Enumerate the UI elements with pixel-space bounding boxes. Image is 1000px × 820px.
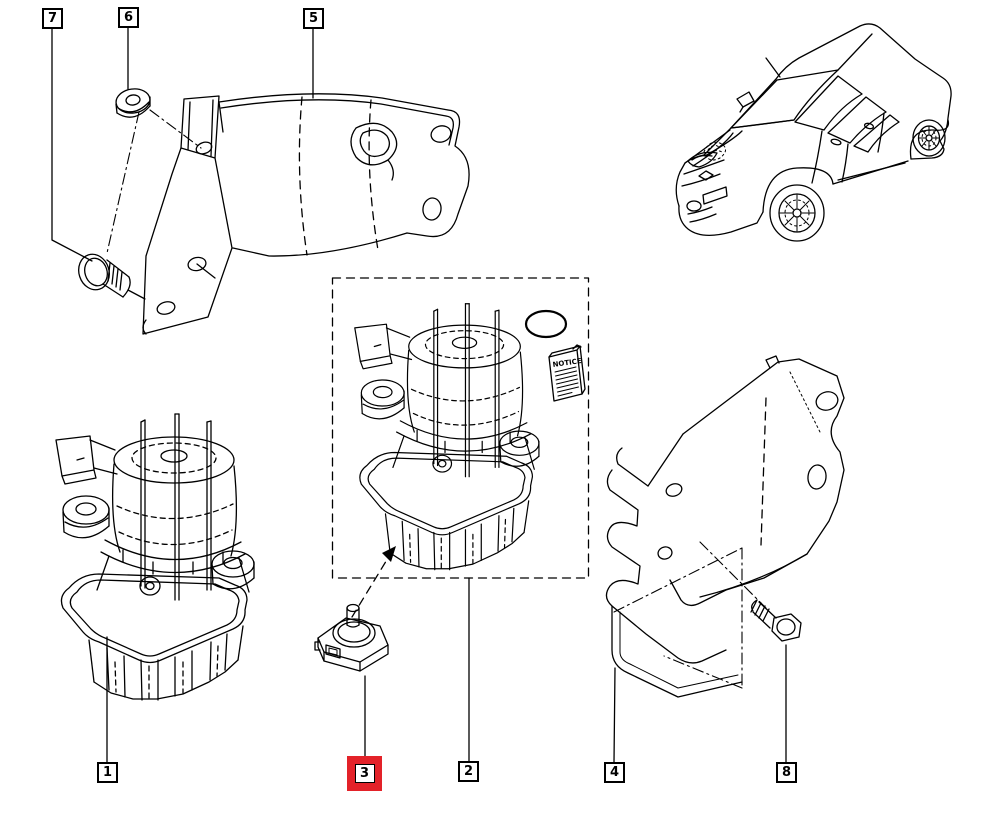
callout-box-7[interactable]: 7 (42, 8, 63, 29)
part-fuel-filter-2 (354, 303, 540, 571)
part-oring (524, 309, 568, 339)
callout-box-2[interactable]: 2 (458, 761, 479, 782)
part-bolt-upper (78, 253, 131, 298)
car-illustration (675, 23, 952, 242)
part-sensor (314, 603, 389, 672)
callout-label: 4 (609, 765, 620, 780)
callout-label: 2 (463, 764, 474, 779)
callout-box-1[interactable]: 1 (97, 762, 118, 783)
callout-box-8[interactable]: 8 (776, 762, 797, 783)
callout-label: 3 (359, 766, 370, 781)
callout-label: 7 (47, 11, 58, 26)
sensor-assembly-arrow (351, 546, 396, 618)
kit-contents-box: NOTICE (331, 277, 590, 579)
callout-box-6[interactable]: 6 (118, 7, 139, 28)
part-fuel-filter-1 (55, 413, 255, 701)
leader-lines (51, 27, 787, 763)
callout-box-4[interactable]: 4 (604, 762, 625, 783)
callout-label: 1 (102, 765, 113, 780)
part-notice-leaflet: NOTICE (548, 344, 586, 402)
part-bolt-lower (750, 599, 802, 642)
callout-label: 8 (781, 765, 792, 780)
callout-label: 5 (308, 11, 319, 26)
callout-box-5[interactable]: 5 (303, 8, 324, 29)
callout-box-3: 3 (354, 764, 375, 783)
leaflet-title: NOTICE (552, 357, 582, 369)
part-grommet (115, 88, 151, 118)
part-shield (605, 355, 845, 698)
callout-box-3-selected[interactable]: 3 (347, 756, 382, 791)
callout-label: 6 (123, 10, 134, 25)
part-bracket-upper (106, 93, 470, 335)
